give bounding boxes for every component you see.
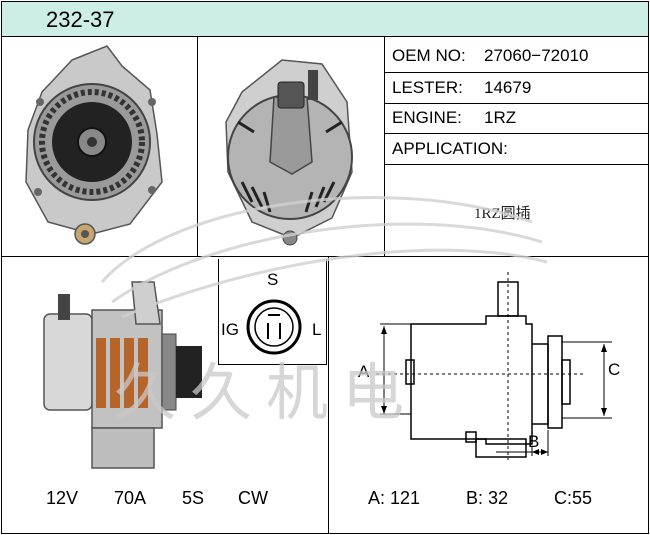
oem-value: 27060−72010	[484, 46, 589, 65]
oem-label: OEM NO:	[392, 46, 466, 65]
info-row-line-1	[384, 72, 648, 73]
info-divider	[384, 36, 385, 256]
alternator-side-photo	[43, 281, 202, 469]
info-row-line-4	[384, 164, 648, 165]
dimension-label-c: C	[608, 360, 621, 379]
info-row-line-3	[384, 133, 648, 134]
dimension-value-b: B: 32	[466, 488, 509, 508]
engine-label: ENGINE:	[392, 108, 462, 127]
dimension-label-a: A	[358, 362, 370, 381]
lester-value: 14679	[484, 78, 532, 97]
connector-box-left	[218, 259, 219, 365]
spec-pulley: 5S	[182, 488, 205, 508]
middle-divider	[2, 256, 648, 257]
connector-terminal-l: L	[312, 320, 322, 339]
connector-box-bottom	[218, 364, 327, 365]
alternator-rear-photo	[225, 59, 353, 246]
engine-value: 1RZ	[484, 108, 517, 127]
dimension-label-b: B	[528, 432, 540, 451]
dimension-value-c: C:55	[554, 488, 593, 508]
info-row-line-2	[384, 103, 648, 104]
header-band: 232-37	[2, 2, 648, 37]
photo-divider	[197, 36, 198, 256]
dimension-drawing	[376, 272, 612, 460]
part-code: 232-37	[46, 7, 115, 32]
lester-label: LESTER:	[392, 78, 463, 97]
spec-rotation: CW	[238, 488, 268, 508]
watermark-swoosh	[100, 196, 548, 319]
spec-voltage: 12V	[46, 488, 79, 508]
connector-terminal-ig: IG	[221, 320, 239, 339]
connector-plug-diagram	[246, 299, 302, 355]
connector-box-right	[326, 259, 327, 365]
watermark-text: 久久机电	[114, 356, 419, 429]
alternator-front-photo	[25, 45, 163, 245]
spec-amperage: 70A	[114, 488, 147, 508]
bottom-divider	[328, 256, 329, 533]
dimension-value-a: A: 121	[368, 488, 421, 508]
application-label: APPLICATION:	[392, 139, 508, 158]
connector-terminal-s: S	[267, 270, 279, 289]
